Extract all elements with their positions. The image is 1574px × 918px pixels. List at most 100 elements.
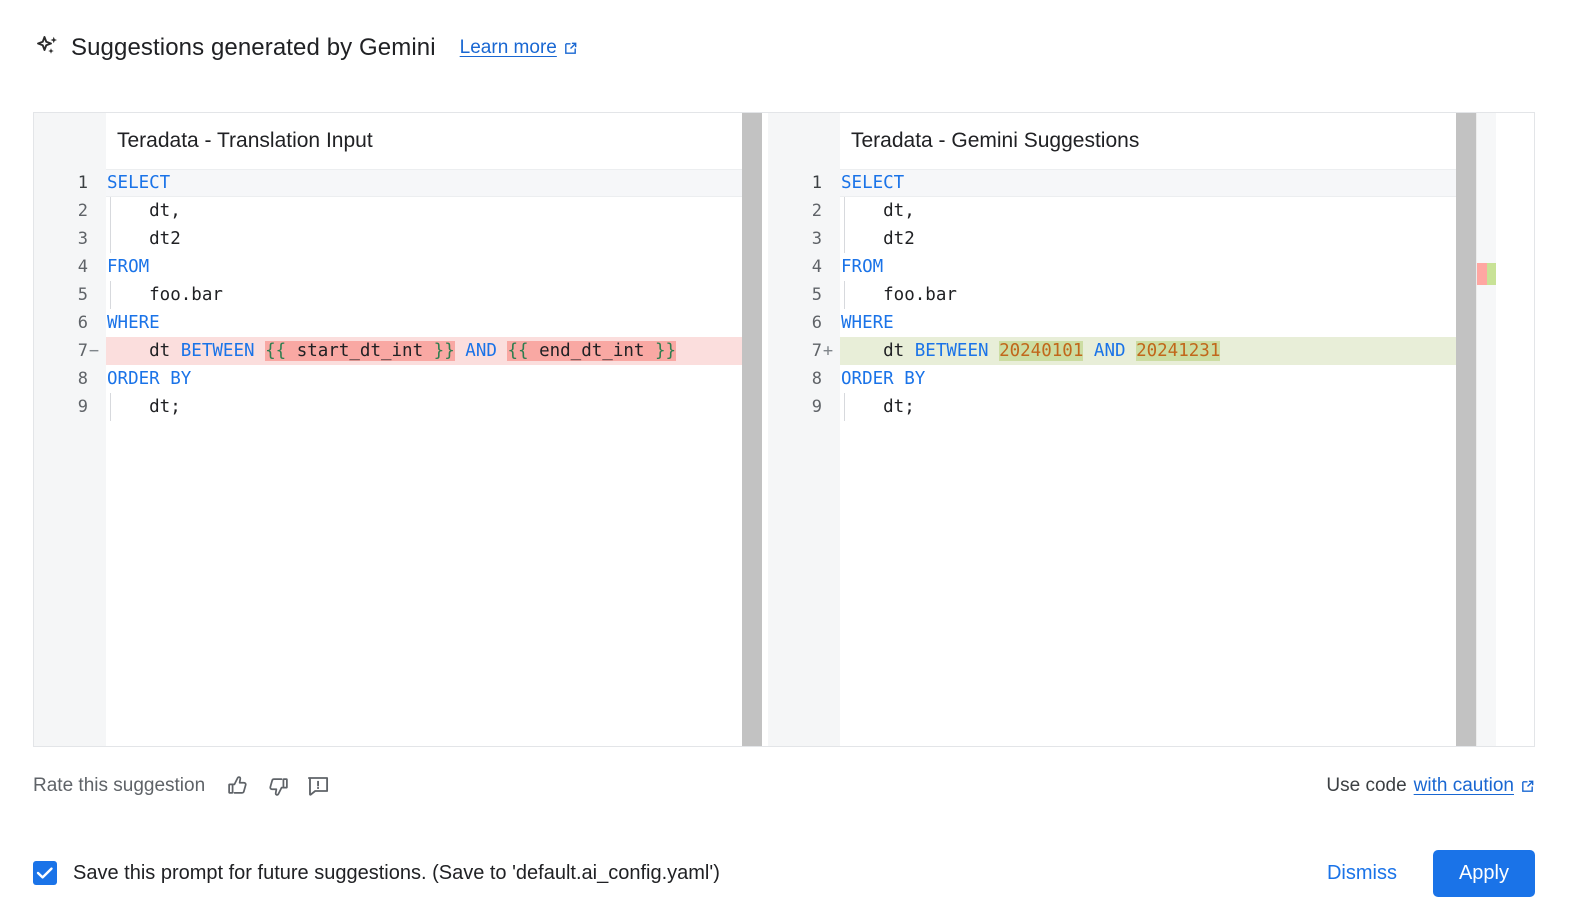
line-number: 3	[77, 229, 88, 249]
code-token: ORDER BY	[107, 369, 192, 389]
code-token	[455, 341, 466, 361]
line-number: 5	[811, 285, 822, 305]
ruler-marker-inserted	[1486, 263, 1496, 285]
bottom-buttons: Dismiss Apply	[1309, 849, 1535, 897]
line-number: 9	[77, 397, 88, 417]
line-number: 8	[77, 369, 88, 389]
thumb-up-icon[interactable]	[225, 773, 251, 799]
code-token	[989, 341, 1000, 361]
code-token: start_dt_int	[286, 341, 434, 361]
dismiss-button[interactable]: Dismiss	[1309, 852, 1415, 895]
pane-title-right: Teradata - Gemini Suggestions	[851, 129, 1140, 152]
code-token: {{	[265, 341, 287, 361]
code-token: dt;	[107, 397, 181, 417]
learn-more-label: Learn more	[459, 37, 557, 58]
diff-overview-ruler[interactable]	[1476, 113, 1496, 746]
code-line: dt,	[106, 197, 742, 225]
code-line: SELECT	[106, 169, 742, 197]
code-line: dt,	[840, 197, 1456, 225]
code-line: WHERE	[840, 309, 1456, 337]
code-token: foo.bar	[841, 285, 957, 305]
line-number: 6	[811, 313, 822, 333]
code-token: ORDER BY	[841, 369, 926, 389]
code-token: FROM	[841, 257, 884, 277]
code-token: }}	[654, 341, 677, 361]
ruler-marker-deleted	[1477, 263, 1487, 285]
code-token	[255, 341, 266, 361]
code-token: dt2	[841, 229, 915, 249]
code-token: WHERE	[107, 313, 160, 333]
use-code-prefix: Use code	[1326, 775, 1407, 796]
bottom-action-bar: Save this prompt for future suggestions.…	[33, 845, 1535, 901]
code-token: AND	[1093, 341, 1126, 361]
code-line: dt2	[840, 225, 1456, 253]
pane-title-left: Teradata - Translation Input	[117, 129, 373, 152]
code-token: dt,	[107, 201, 181, 221]
diff-sign: −	[88, 341, 100, 361]
code-line: FROM	[840, 253, 1456, 281]
pane-divider	[762, 113, 768, 746]
code-token: dt;	[841, 397, 915, 417]
code-token: 20241231	[1136, 341, 1221, 361]
code-token: dt2	[107, 229, 181, 249]
code-token: AND	[465, 341, 497, 361]
code-line: ORDER BY	[840, 365, 1456, 393]
code-area-left[interactable]: Teradata - Translation Input SELECT dt, …	[106, 113, 742, 746]
line-number: 1	[811, 173, 822, 193]
code-line: WHERE	[106, 309, 742, 337]
line-number: 1	[77, 173, 88, 193]
external-link-icon	[1522, 780, 1534, 792]
code-token: {{	[507, 341, 529, 361]
code-token: end_dt_int	[528, 341, 655, 361]
ruler-diff-marker	[1477, 263, 1496, 285]
report-icon[interactable]	[305, 773, 331, 799]
code-line: SELECT	[840, 169, 1456, 197]
external-link-icon	[564, 42, 577, 54]
scrollbar-left[interactable]	[742, 113, 762, 746]
line-number: 9	[811, 397, 822, 417]
code-line: foo.bar	[106, 281, 742, 309]
code-token: WHERE	[841, 313, 894, 333]
line-number: 8	[811, 369, 822, 389]
code-token: BETWEEN	[914, 341, 989, 361]
with-caution-link[interactable]: with caution	[1413, 775, 1514, 796]
code-token: dt	[841, 341, 915, 361]
line-number: 7+	[768, 337, 840, 365]
page-title: Suggestions generated by Gemini	[71, 34, 436, 61]
code-token: 20240101	[999, 341, 1084, 361]
line-number: 4	[811, 257, 822, 277]
code-line: dt;	[106, 393, 742, 421]
rate-label: Rate this suggestion	[33, 775, 206, 796]
code-token: SELECT	[841, 173, 905, 193]
line-number: 6	[77, 313, 88, 333]
code-token	[1083, 341, 1094, 361]
code-line: dt2	[106, 225, 742, 253]
code-token: FROM	[107, 257, 150, 277]
code-token: }}	[433, 341, 455, 361]
line-number: 3	[811, 229, 822, 249]
check-icon	[36, 867, 53, 879]
code-line: FROM	[106, 253, 742, 281]
code-line: ORDER BY	[106, 365, 742, 393]
rate-suggestion-row: Rate this suggestion Use code with cauti…	[33, 766, 1535, 806]
line-number: 2	[77, 201, 88, 221]
code-area-right[interactable]: Teradata - Gemini Suggestions SELECT dt,…	[840, 113, 1456, 746]
scrollbar-right[interactable]	[1456, 113, 1476, 746]
save-prompt-label: Save this prompt for future suggestions.…	[73, 861, 720, 884]
apply-button[interactable]: Apply	[1432, 849, 1535, 897]
use-code-with-caution: Use code with caution	[1326, 775, 1535, 797]
code-token: dt,	[841, 201, 915, 221]
save-prompt-checkbox[interactable]	[33, 861, 57, 885]
code-line: foo.bar	[840, 281, 1456, 309]
learn-more-link[interactable]: Learn more	[460, 37, 578, 59]
code-token: foo.bar	[107, 285, 223, 305]
code-line: dt;	[840, 393, 1456, 421]
thumb-down-icon[interactable]	[265, 773, 291, 799]
